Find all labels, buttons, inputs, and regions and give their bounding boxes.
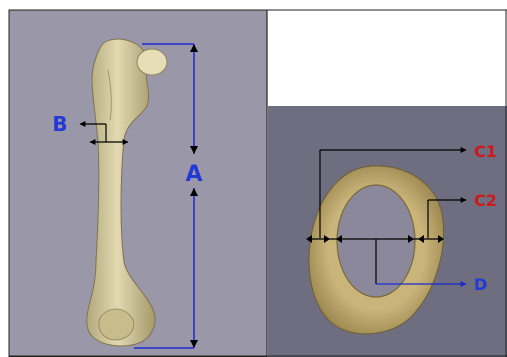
label-c2: C2 — [474, 191, 497, 210]
cross-section-panel: C1 C2 D — [267, 10, 507, 357]
blank-area — [268, 10, 507, 106]
label-c1: C1 — [474, 142, 497, 161]
femur-panel: A B — [9, 10, 267, 357]
label-b: B — [52, 112, 67, 136]
label-d: D — [474, 275, 487, 294]
label-a: A — [185, 162, 202, 187]
